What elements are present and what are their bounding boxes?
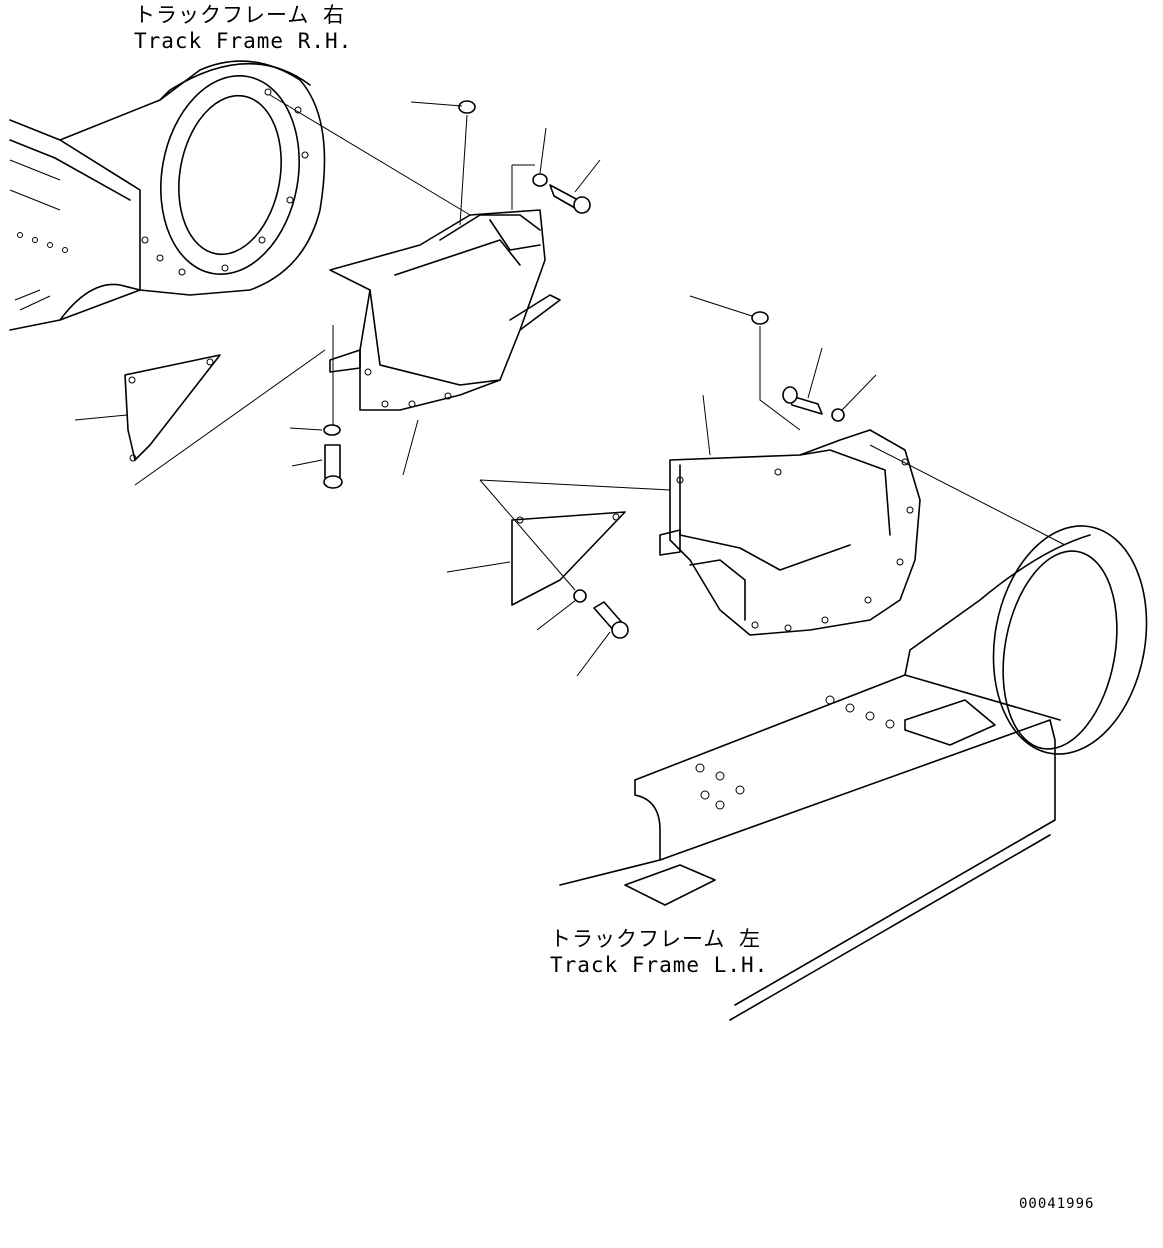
label-track-frame-rh: トラックフレーム 右 Track Frame R.H.: [134, 2, 353, 54]
label-track-frame-lh-en: Track Frame L.H.: [550, 953, 769, 977]
side-plate-lh: [479, 479, 671, 606]
fasteners-upper: [74, 100, 601, 489]
fasteners-lower: [446, 295, 877, 677]
side-plate-rh: [124, 325, 334, 486]
label-track-frame-rh-jp: トラックフレーム 右: [134, 3, 346, 27]
guard-assembly-lh: [659, 429, 921, 636]
track-frame-lh: [559, 444, 1148, 1021]
document-number: 00041996: [1019, 1196, 1095, 1212]
track-frame-rh: [9, 60, 471, 331]
label-track-frame-lh: トラックフレーム 左 Track Frame L.H.: [550, 926, 769, 978]
label-track-frame-rh-en: Track Frame R.H.: [134, 29, 353, 53]
guard-assembly-rh: [329, 209, 561, 411]
label-track-frame-lh-jp: トラックフレーム 左: [550, 927, 762, 951]
